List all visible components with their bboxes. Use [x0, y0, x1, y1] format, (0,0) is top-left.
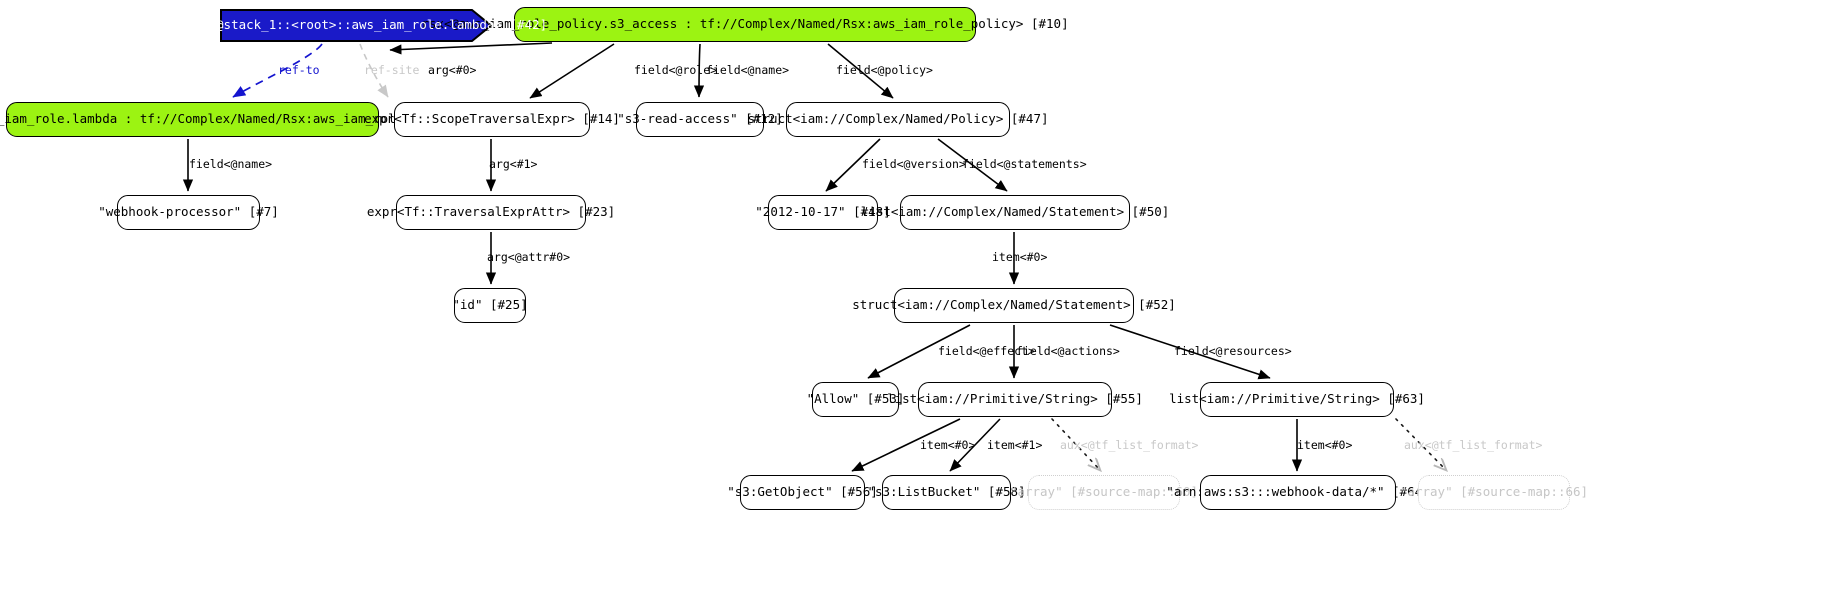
node-s3-getobject[interactable]: "s3:GetObject" [#56] [727, 475, 878, 510]
node-list-statement[interactable]: list<iam://Complex/Named/Statement> [#50… [861, 195, 1169, 230]
edge-label-field-name-7: field<@name> [189, 157, 273, 171]
node-ghost-array-source-map-60[interactable]: "array" [#source-map::60] [1010, 475, 1198, 510]
node-label: "arn:aws:s3:::webhook-data/*" [#64] [1166, 484, 1430, 500]
node-attr-id[interactable]: "id" [#25] [452, 288, 528, 323]
node-list-primitive-string-resources[interactable]: list<iam://Primitive/String> [#63] [1169, 382, 1425, 417]
node-label: "webhook-processor" [#7] [98, 204, 279, 220]
edge-label-ref-site: ref-site [364, 63, 420, 77]
node-label: "s3:ListBucket" [#58] [867, 484, 1026, 500]
node-label: "2012-10-17" [#48] [755, 204, 891, 220]
node-policy-version[interactable]: "2012-10-17" [#48] [755, 195, 891, 230]
edge-label-aux-tf-list-format-60: aux<@tf_list_format> [1060, 438, 1199, 452]
node-label: expr<Tf::ScopeTraversalExpr> [#14] [364, 111, 620, 127]
node-expr-traversal-expr-attr[interactable]: expr<Tf::TraversalExprAttr> [#23] [367, 195, 615, 230]
edge-label-field-version: field<@version> [862, 157, 966, 171]
node-label: rsx<@aws_iam_role_policy.s3_access : tf:… [421, 16, 1069, 32]
node-arn-webhook-data[interactable]: "arn:aws:s3:::webhook-data/*" [#64] [1166, 475, 1430, 510]
node-label: "id" [#25] [452, 297, 528, 313]
node-label: → rsx<@stack_1::<root>::aws_iam_role.lam… [170, 17, 548, 33]
edge-label-item-0-getobject: item<#0> [920, 438, 976, 452]
edge-label-field-effect: field<@effect> [938, 344, 1035, 358]
node-label: rsx<@aws_iam_role.lambda : tf://Complex/… [0, 111, 448, 127]
edge-label-item-0-arn: item<#0> [1297, 438, 1353, 452]
edge-label-ref-to: ref-to [278, 63, 320, 77]
edge-label-field-resources: field<@resources> [1174, 344, 1292, 358]
edge-label-field-role: field<@role> [634, 63, 718, 77]
node-label: expr<Tf::TraversalExprAttr> [#23] [366, 204, 616, 220]
edge-arg-0 [389, 42, 553, 55]
node-label: "Allow" [#53] [806, 391, 905, 407]
node-label: struct<iam://Complex/Named/Policy> [#47] [747, 111, 1049, 127]
node-webhook-processor[interactable]: "webhook-processor" [#7] [98, 195, 279, 230]
edge-label-aux-tf-list-format-66: aux<@tf_list_format> [1404, 438, 1543, 452]
edge-arg-0-line [392, 44, 546, 49]
edge-label-field-actions: field<@actions> [1016, 344, 1120, 358]
node-label: "s3-read-access" [#12] [617, 111, 783, 127]
node-expr-scope-traversal-expr[interactable]: expr<Tf::ScopeTraversalExpr> [#14] [364, 102, 620, 137]
node-rsx-aws-iam-role-policy-s3-access[interactable]: rsx<@aws_iam_role_policy.s3_access : tf:… [421, 7, 1069, 42]
node-s3-read-access[interactable]: "s3-read-access" [#12] [617, 102, 783, 137]
edge-label-item-1-listbucket: item<#1> [987, 438, 1043, 452]
edge-label-field-name-12: field<@name> [706, 63, 790, 77]
edge-label-arg-1: arg<#1> [489, 157, 538, 171]
node-struct-policy[interactable]: struct<iam://Complex/Named/Policy> [#47] [747, 102, 1049, 137]
node-label: list<iam://Primitive/String> [#55] [887, 391, 1143, 407]
edge-label-arg-attr-0: arg<@attr#0> [487, 250, 571, 264]
edge-label-field-statements: field<@statements> [962, 157, 1087, 171]
node-list-primitive-string-actions[interactable]: list<iam://Primitive/String> [#55] [887, 382, 1143, 417]
arrow-banner-shape [220, 9, 492, 42]
edge-field-role [529, 43, 615, 99]
node-label: "array" [#source-map::66] [1399, 484, 1589, 500]
node-label: "s3:GetObject" [#56] [727, 484, 878, 500]
node-label: "array" [#source-map::60] [1009, 484, 1199, 500]
node-label: list<iam://Primitive/String> [#63] [1169, 391, 1425, 407]
node-effect-allow[interactable]: "Allow" [#53] [807, 382, 904, 417]
edge-label-item-0-statement: item<#0> [992, 250, 1048, 264]
node-rsx-aws-iam-role-lambda[interactable]: rsx<@aws_iam_role.lambda : tf://Complex/… [0, 102, 448, 137]
node-rsx-stack1-aws-iam-role-lambda[interactable]: → rsx<@stack_1::<root>::aws_iam_role.lam… [171, 9, 547, 42]
edge-label-arg-0: arg<#0> [428, 63, 477, 77]
node-label: struct<iam://Complex/Named/Statement> [#… [852, 297, 1176, 313]
node-s3-listbucket[interactable]: "s3:ListBucket" [#58] [867, 475, 1026, 510]
node-label: list<iam://Complex/Named/Statement> [#50… [860, 204, 1170, 220]
edge-label-field-policy: field<@policy> [836, 63, 933, 77]
node-ghost-array-source-map-66[interactable]: "array" [#source-map::66] [1400, 475, 1588, 510]
node-struct-statement[interactable]: struct<iam://Complex/Named/Statement> [#… [852, 288, 1176, 323]
